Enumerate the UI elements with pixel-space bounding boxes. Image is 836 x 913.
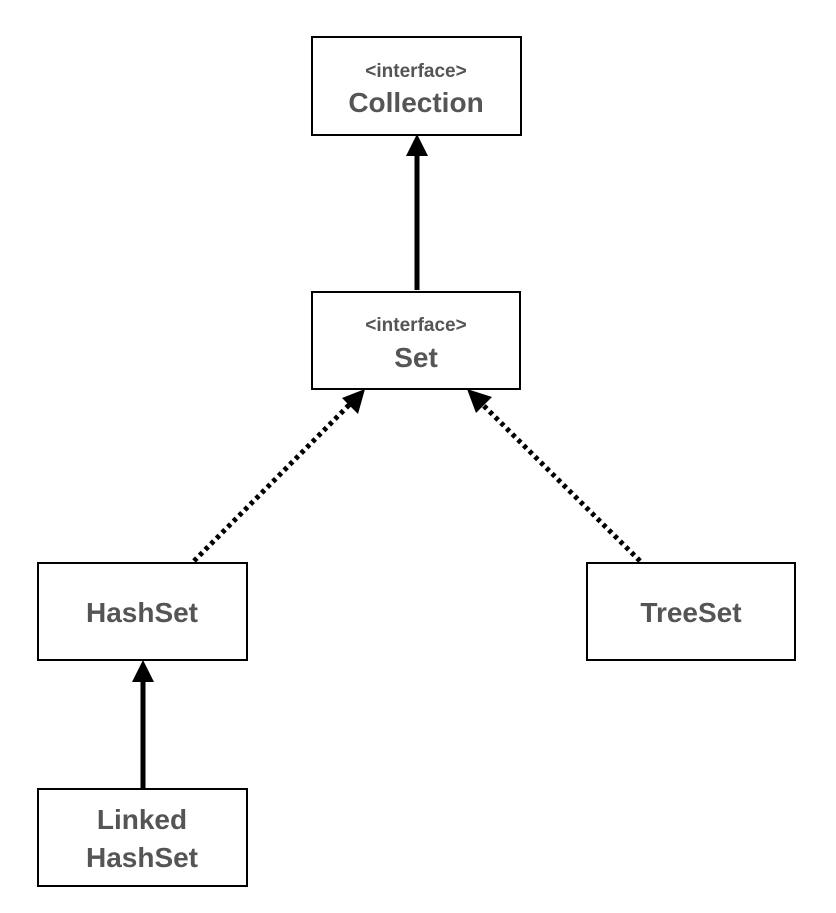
edge-hashset-to-set: [192, 389, 365, 563]
set-name: Set: [394, 342, 438, 373]
edge-linkedhashset-to-hashset: [132, 660, 154, 788]
node-collection: <interface> Collection: [311, 36, 522, 136]
edge-set-to-collection: [406, 134, 428, 290]
node-set: <interface> Set: [311, 291, 521, 390]
set-stereotype: <interface>: [365, 315, 466, 336]
hashset-name: HashSet: [86, 597, 198, 628]
collection-name: Collection: [348, 87, 483, 118]
node-treeset: TreeSet: [586, 562, 796, 661]
edge-treeset-to-set: [467, 389, 642, 563]
node-hashset: HashSet: [37, 562, 248, 661]
node-linkedhashset: Linked HashSet: [37, 788, 248, 887]
linkedhashset-name-line2: HashSet: [86, 842, 198, 873]
linkedhashset-name-line1: Linked: [97, 804, 187, 835]
collection-stereotype: <interface>: [365, 61, 466, 82]
treeset-name: TreeSet: [640, 597, 741, 628]
